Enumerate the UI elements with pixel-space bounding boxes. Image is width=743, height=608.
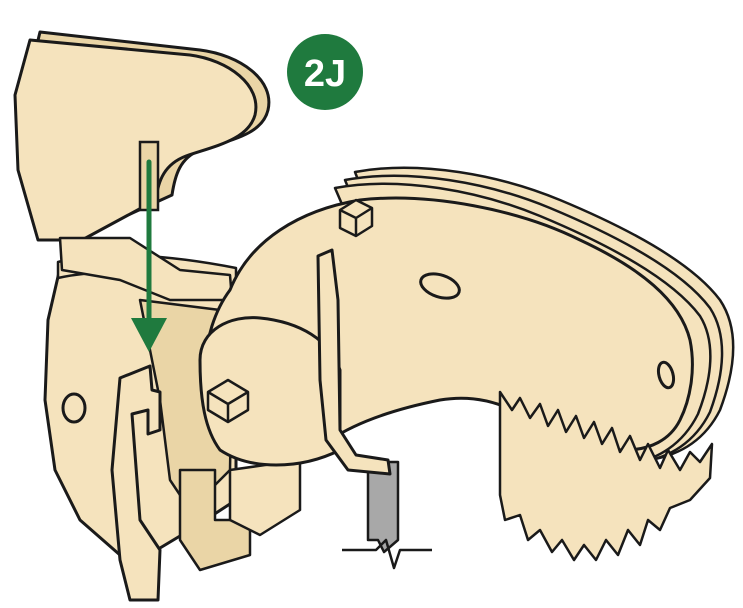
body-lower-block [230,460,300,535]
stand-post [368,462,398,552]
step-badge: 2J [287,34,363,110]
step-badge-label: 2J [304,53,346,95]
body-hole [63,394,85,422]
neck-support-front-layer [15,40,256,240]
neck-support-piece [15,32,269,300]
display-stand [342,462,432,568]
stand-base-line [342,540,432,568]
